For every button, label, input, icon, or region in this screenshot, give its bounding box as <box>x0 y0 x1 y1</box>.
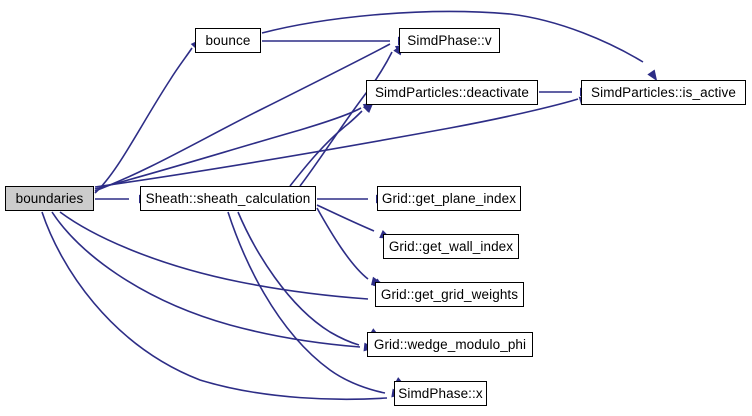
arrowhead-is_active-a <box>647 69 658 82</box>
edge-sheath-to-deactivate <box>289 110 363 187</box>
node-get_wall_index[interactable]: Grid::get_wall_index <box>383 234 519 259</box>
node-bounce[interactable]: bounce <box>195 28 261 53</box>
edge-sheath-to-get_grid_weights <box>316 207 369 280</box>
edge-bounce-to-is_active <box>261 10 644 63</box>
node-sheath[interactable]: Sheath::sheath_calculation <box>140 186 316 211</box>
node-label-get_wall_index: Grid::get_wall_index <box>388 238 514 254</box>
node-label-simdphase_x: SimdPhase::x <box>398 385 483 401</box>
edge-paths <box>41 10 644 401</box>
node-label-boundaries: boundaries <box>15 190 84 206</box>
node-label-bounce: bounce <box>205 32 251 48</box>
edge-sheath-to-wedge_modulo_phi <box>237 211 360 346</box>
edge-boundaries-to-deactivate <box>94 107 362 190</box>
node-simdphase_x[interactable]: SimdPhase::x <box>394 381 487 406</box>
edge-boundaries-to-is_active <box>94 98 579 188</box>
node-is_active[interactable]: SimdParticles::is_active <box>581 80 746 105</box>
node-label-get_plane_index: Grid::get_plane_index <box>381 190 517 206</box>
node-get_plane_index[interactable]: Grid::get_plane_index <box>377 186 521 211</box>
node-label-is_active: SimdParticles::is_active <box>591 84 736 100</box>
edge-sheath-to-simdphase_v <box>299 51 393 187</box>
node-wedge_modulo_phi[interactable]: Grid::wedge_modulo_phi <box>367 332 533 357</box>
edge-boundaries-to-simdphase_v <box>94 43 391 192</box>
edge-boundaries-to-get_grid_weights <box>59 211 369 300</box>
node-label-get_grid_weights: Grid::get_grid_weights <box>380 286 519 302</box>
edge-boundaries-to-simdphase_x <box>41 211 388 401</box>
node-get_grid_weights[interactable]: Grid::get_grid_weights <box>375 282 524 307</box>
node-simdphase_v[interactable]: SimdPhase::v <box>399 28 500 53</box>
node-label-simdphase_v: SimdPhase::v <box>407 32 492 48</box>
node-deactivate[interactable]: SimdParticles::deactivate <box>366 80 538 105</box>
edge-sheath-to-get_wall_index <box>316 204 375 232</box>
edge-boundaries-to-wedge_modulo_phi <box>51 211 361 348</box>
node-label-sheath: Sheath::sheath_calculation <box>145 190 311 206</box>
edge-sheath-to-simdphase_x <box>227 211 386 394</box>
node-label-wedge_modulo_phi: Grid::wedge_modulo_phi <box>373 336 527 352</box>
node-boundaries[interactable]: boundaries <box>5 186 94 211</box>
node-label-deactivate: SimdParticles::deactivate <box>374 84 530 100</box>
edge-boundaries-to-bounce <box>94 47 193 194</box>
